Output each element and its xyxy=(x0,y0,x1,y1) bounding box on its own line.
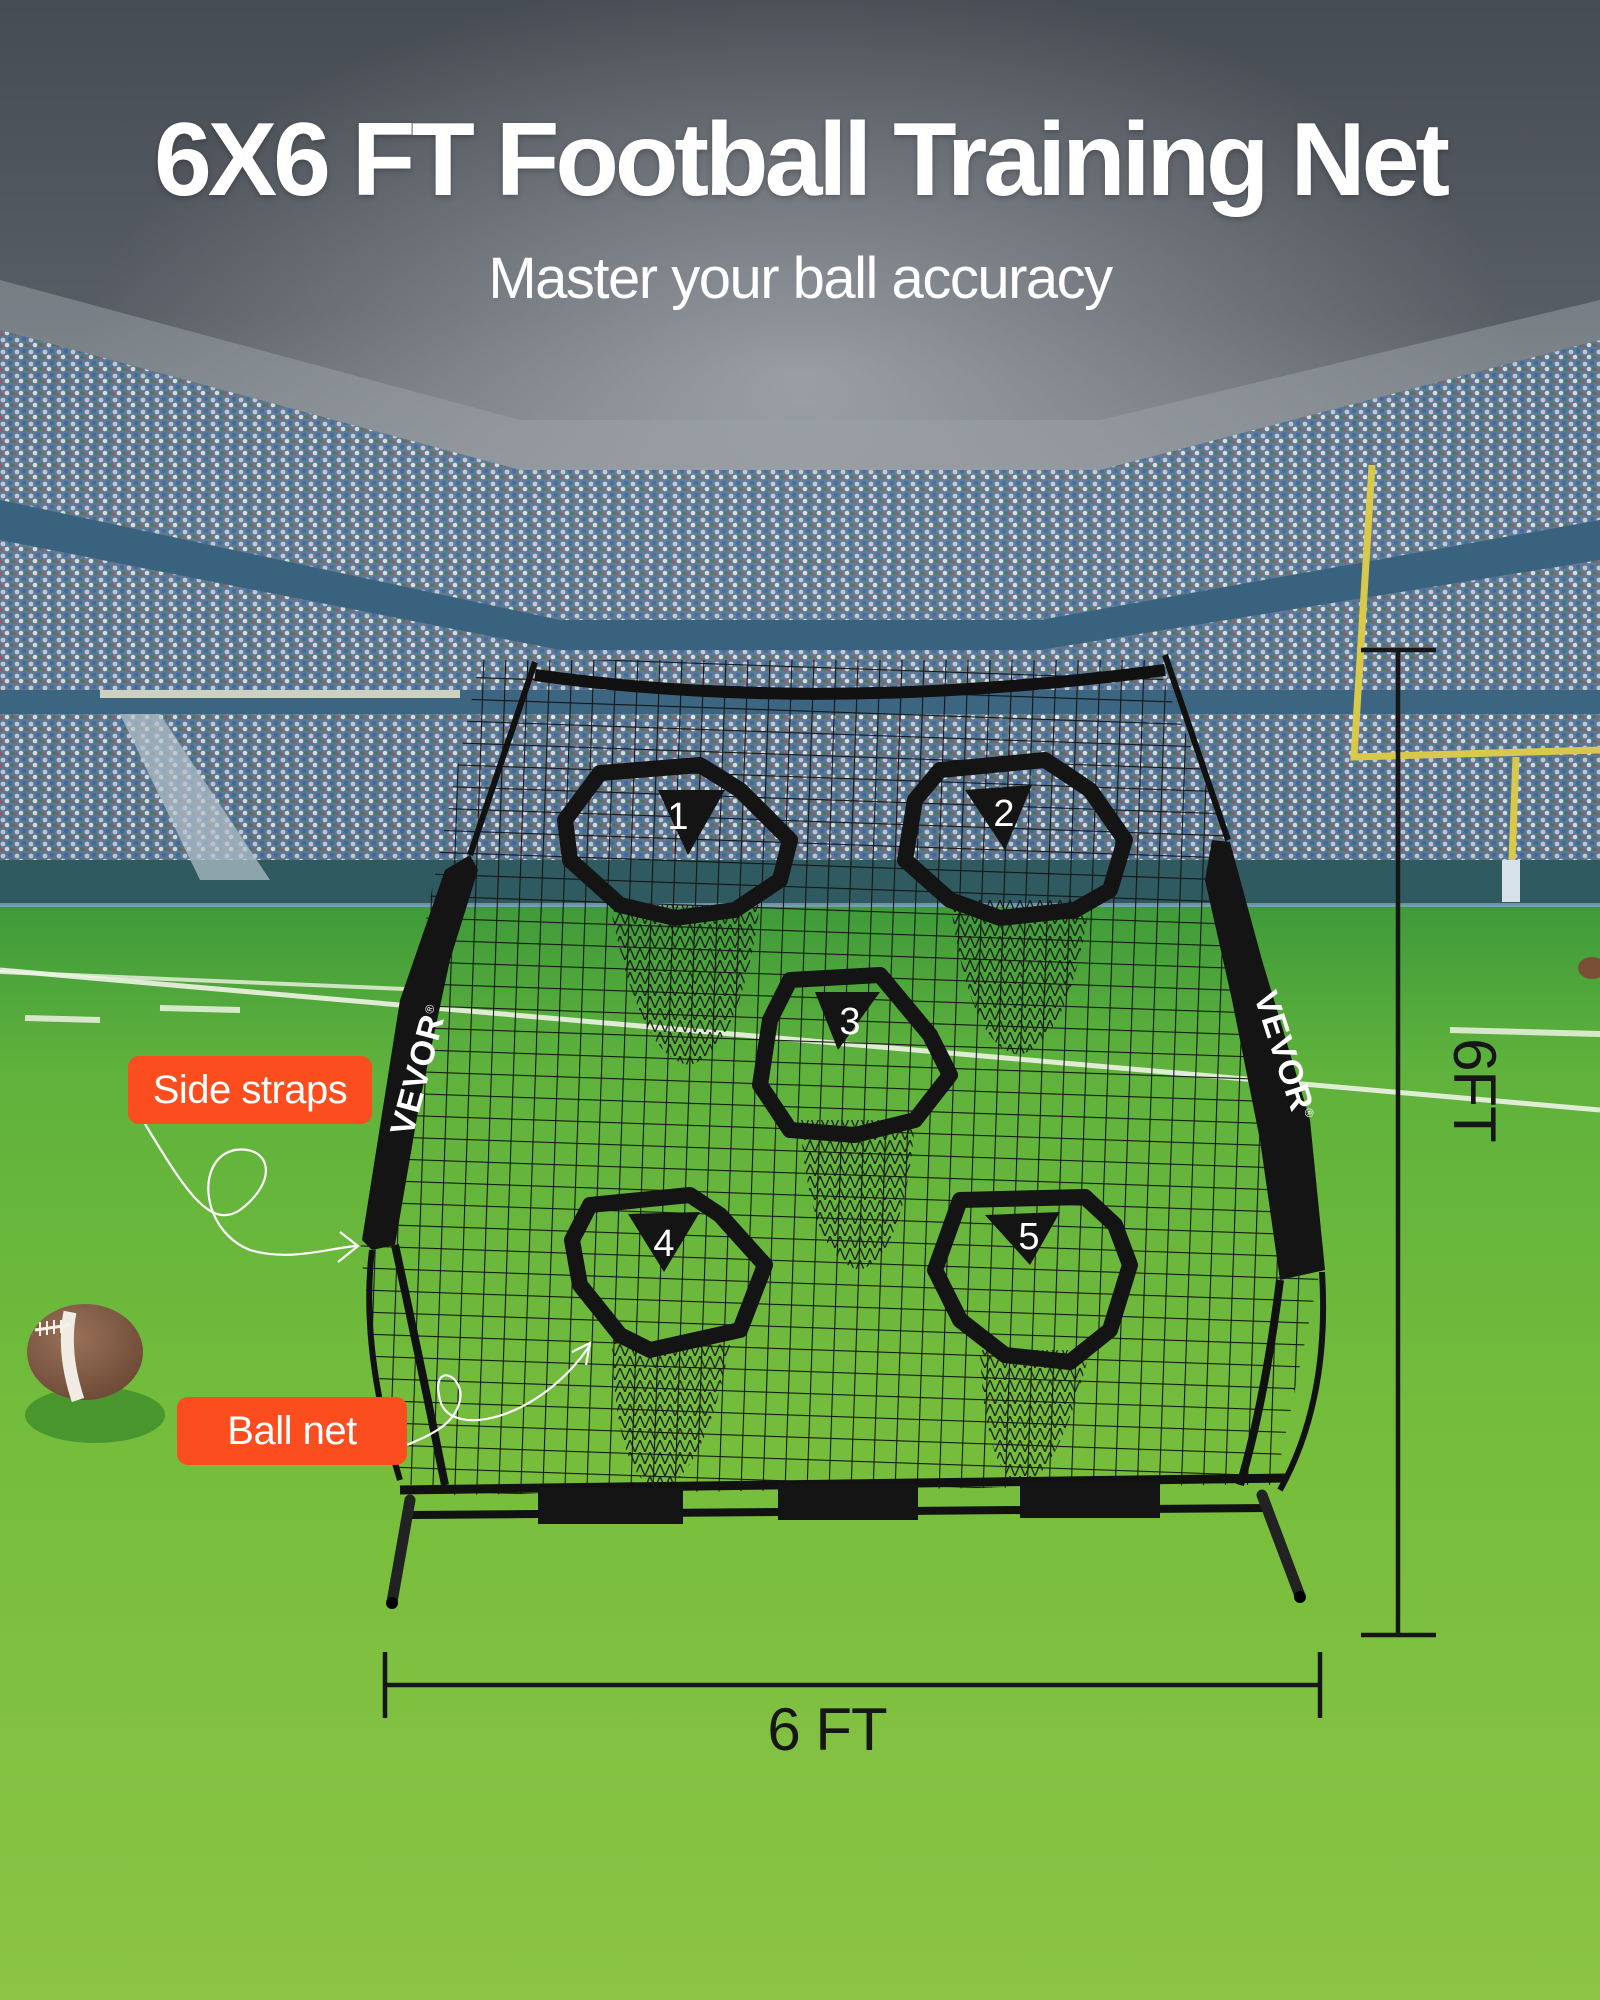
page-subtitle: Master your ball accuracy xyxy=(488,246,1113,311)
callout-side-straps: Side straps xyxy=(128,1056,372,1124)
callout-ball-net: Ball net xyxy=(177,1397,407,1465)
callout-label: Ball net xyxy=(227,1408,357,1453)
target-hoop-5 xyxy=(927,1189,1138,1370)
page-title: 6X6 FT Football Training Net xyxy=(153,102,1450,218)
target-number-2: 2 xyxy=(993,793,1015,835)
goalpost xyxy=(1350,464,1600,861)
target-hoop-1 xyxy=(557,757,798,926)
height-dimension-label: 6FT xyxy=(1441,1038,1508,1142)
target-number-1: 1 xyxy=(667,796,689,838)
target-hoop-2 xyxy=(897,752,1133,926)
target-hoop-4 xyxy=(564,1187,773,1358)
target-hoop-3 xyxy=(752,967,958,1143)
target-number-3: 3 xyxy=(839,1001,861,1043)
width-dimension-label: 6 FT xyxy=(767,1696,887,1763)
training-net xyxy=(360,654,1327,1609)
dimension-lines xyxy=(382,647,1436,1718)
target-number-4: 4 xyxy=(653,1223,675,1265)
target-number-5: 5 xyxy=(1018,1216,1040,1258)
football xyxy=(27,1304,143,1403)
callout-arrows xyxy=(144,1123,592,1447)
callout-label: Side straps xyxy=(152,1067,348,1112)
